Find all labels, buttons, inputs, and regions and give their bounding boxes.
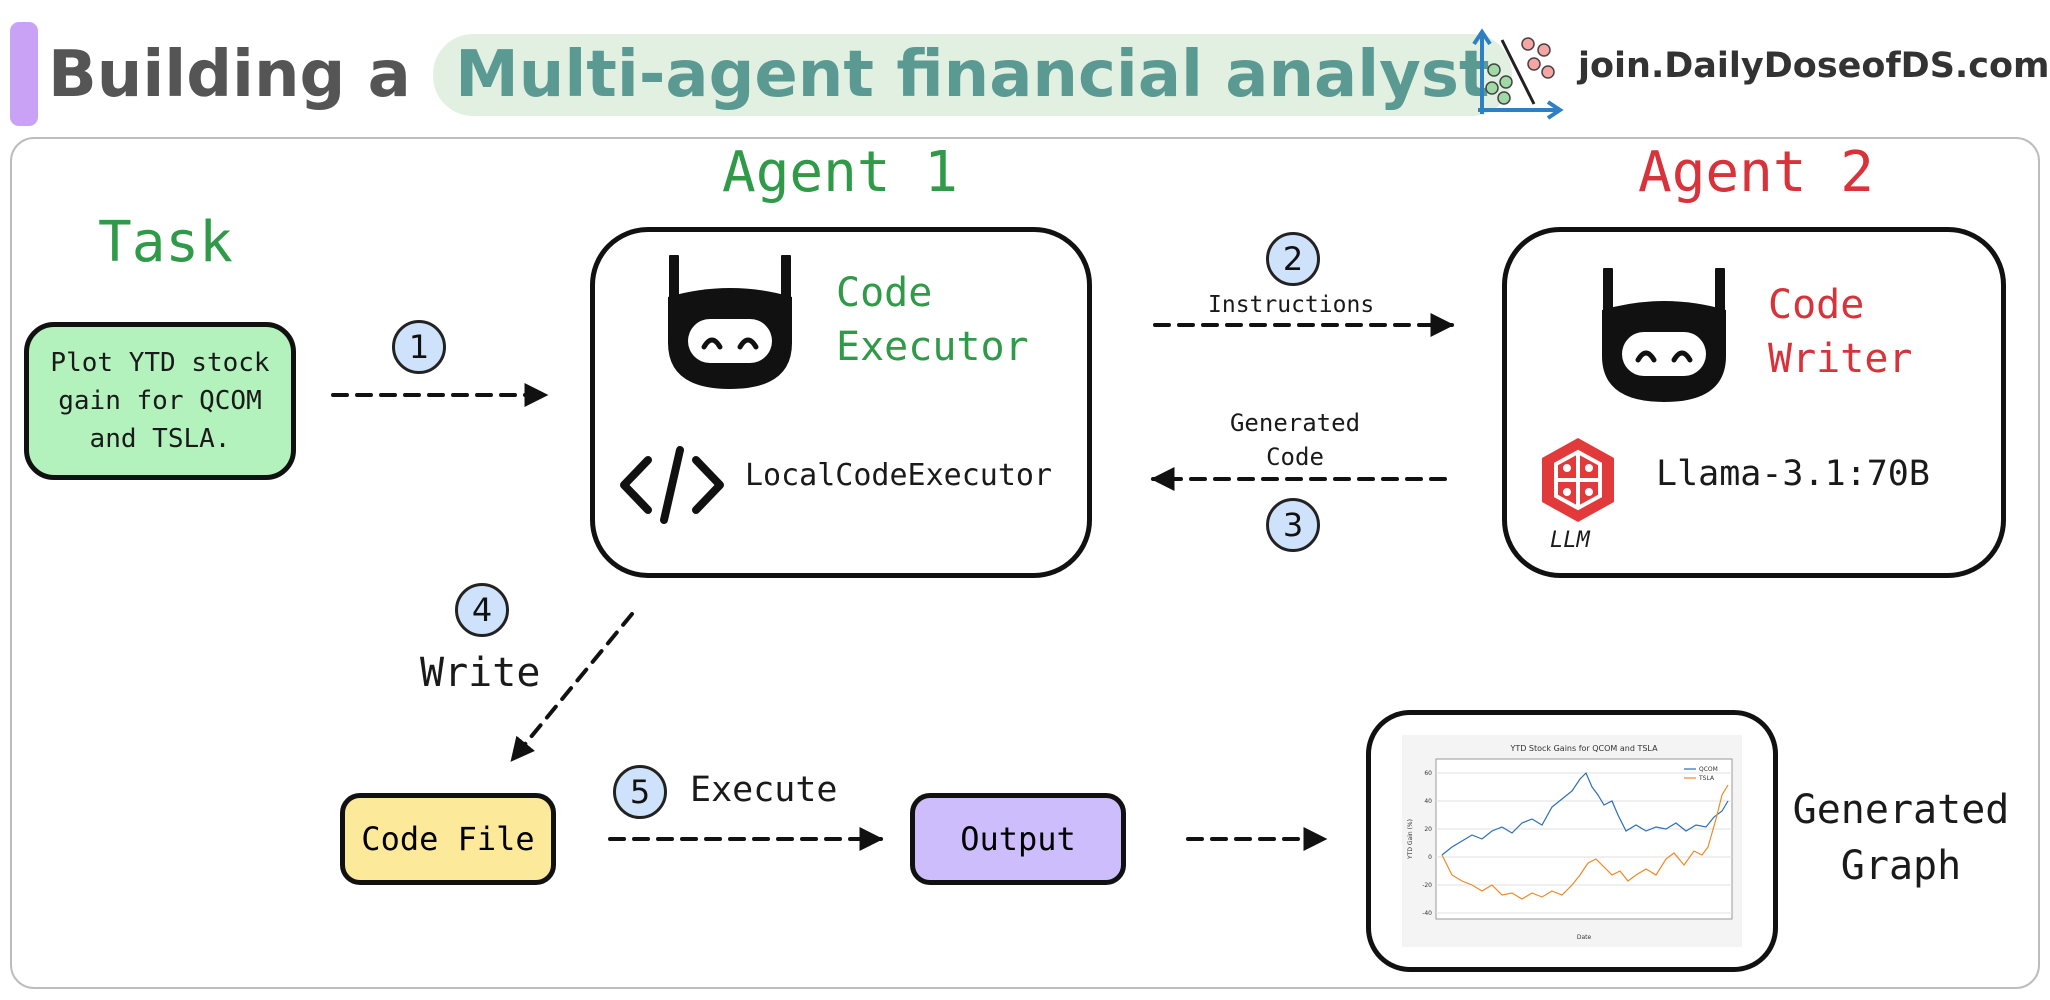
generated-code-label: Generated Code [1215,406,1375,474]
output-box: Output [910,793,1126,885]
agent2-model: Llama-3.1:70B [1656,454,1930,494]
graph-ytick: 60 [1424,770,1432,777]
agent1-box [590,227,1092,578]
graph-ytick: 20 [1424,826,1432,833]
brand-url[interactable]: join.DailyDoseofDS.com [1578,46,2050,86]
graph-title: YTD Stock Gains for QCOM and TSLA [1509,744,1658,753]
llm-caption: LLM [1550,528,1590,553]
execute-label: Execute [690,770,838,810]
generated-graph-label: Generated Graph [1786,782,2016,894]
code-file-box: Code File [340,793,556,885]
code-file-label: Code File [361,820,535,858]
graph-xlabel: Date [1577,934,1592,941]
generated-code-line1: Generated [1229,409,1361,437]
step-4-badge: 4 [455,583,509,637]
brand-logo-icon [1468,28,1564,124]
task-text: Plot YTD stock gain for QCOM and TSLA. [50,348,270,454]
graph-legend-tsla: TSLA [1698,775,1715,782]
title-prefix: Building a [48,38,411,112]
generated-graph-line2: Graph [1840,843,1962,889]
agent2-role-line2: Writer [1768,336,1913,382]
title-highlight: Multi-agent financial analyst [433,34,1512,116]
output-label: Output [960,820,1076,858]
tsla-line [1441,784,1729,900]
agent2-role-line1: Code [1768,282,1865,328]
title-accent-bar [10,22,38,126]
step-3-badge: 3 [1266,498,1320,552]
step-5-badge: 5 [613,765,667,819]
robot-icon [1596,265,1732,408]
diagram-frame [10,137,2040,989]
agent2-box [1502,227,2006,578]
arrow-write [510,612,634,762]
instructions-label: Instructions [1208,292,1375,318]
agent1-role: Code Executor [836,266,1029,374]
graph-ylabel: YTD Gain (%) [1407,819,1414,860]
graph-ytick: -20 [1422,882,1432,889]
step-2-badge: 2 [1266,232,1320,286]
graph-ytick: -40 [1422,910,1432,917]
agent2-role: Code Writer [1768,278,1913,386]
generated-code-line2: Code [1266,443,1324,471]
graph-thumbnail: YTD Stock Gains for QCOM and TSLA QCOM T… [1402,735,1742,947]
page-title: Building a Multi-agent financial analyst [48,30,1512,120]
task-box: Plot YTD stock gain for QCOM and TSLA. [24,322,296,480]
task-heading: Task [98,210,233,275]
agent1-role-line1: Code [836,270,933,316]
agent1-heading: Agent 1 [722,140,959,205]
agent1-tool: LocalCodeExecutor [745,458,1053,493]
generated-graph-card: YTD Stock Gains for QCOM and TSLA QCOM T… [1366,710,1778,972]
graph-ytick: 0 [1428,854,1432,861]
code-brackets-icon [618,446,726,528]
agent2-heading: Agent 2 [1638,140,1875,205]
graph-ytick: 40 [1424,798,1432,805]
step-1-badge: 1 [392,320,446,374]
brain-icon [1530,432,1626,532]
write-label: Write [420,650,541,696]
agent1-role-line2: Executor [836,324,1029,370]
graph-legend-qcom: QCOM [1699,766,1718,773]
robot-icon [662,252,798,395]
qcom-line [1441,771,1729,856]
generated-graph-line1: Generated [1792,787,2010,833]
